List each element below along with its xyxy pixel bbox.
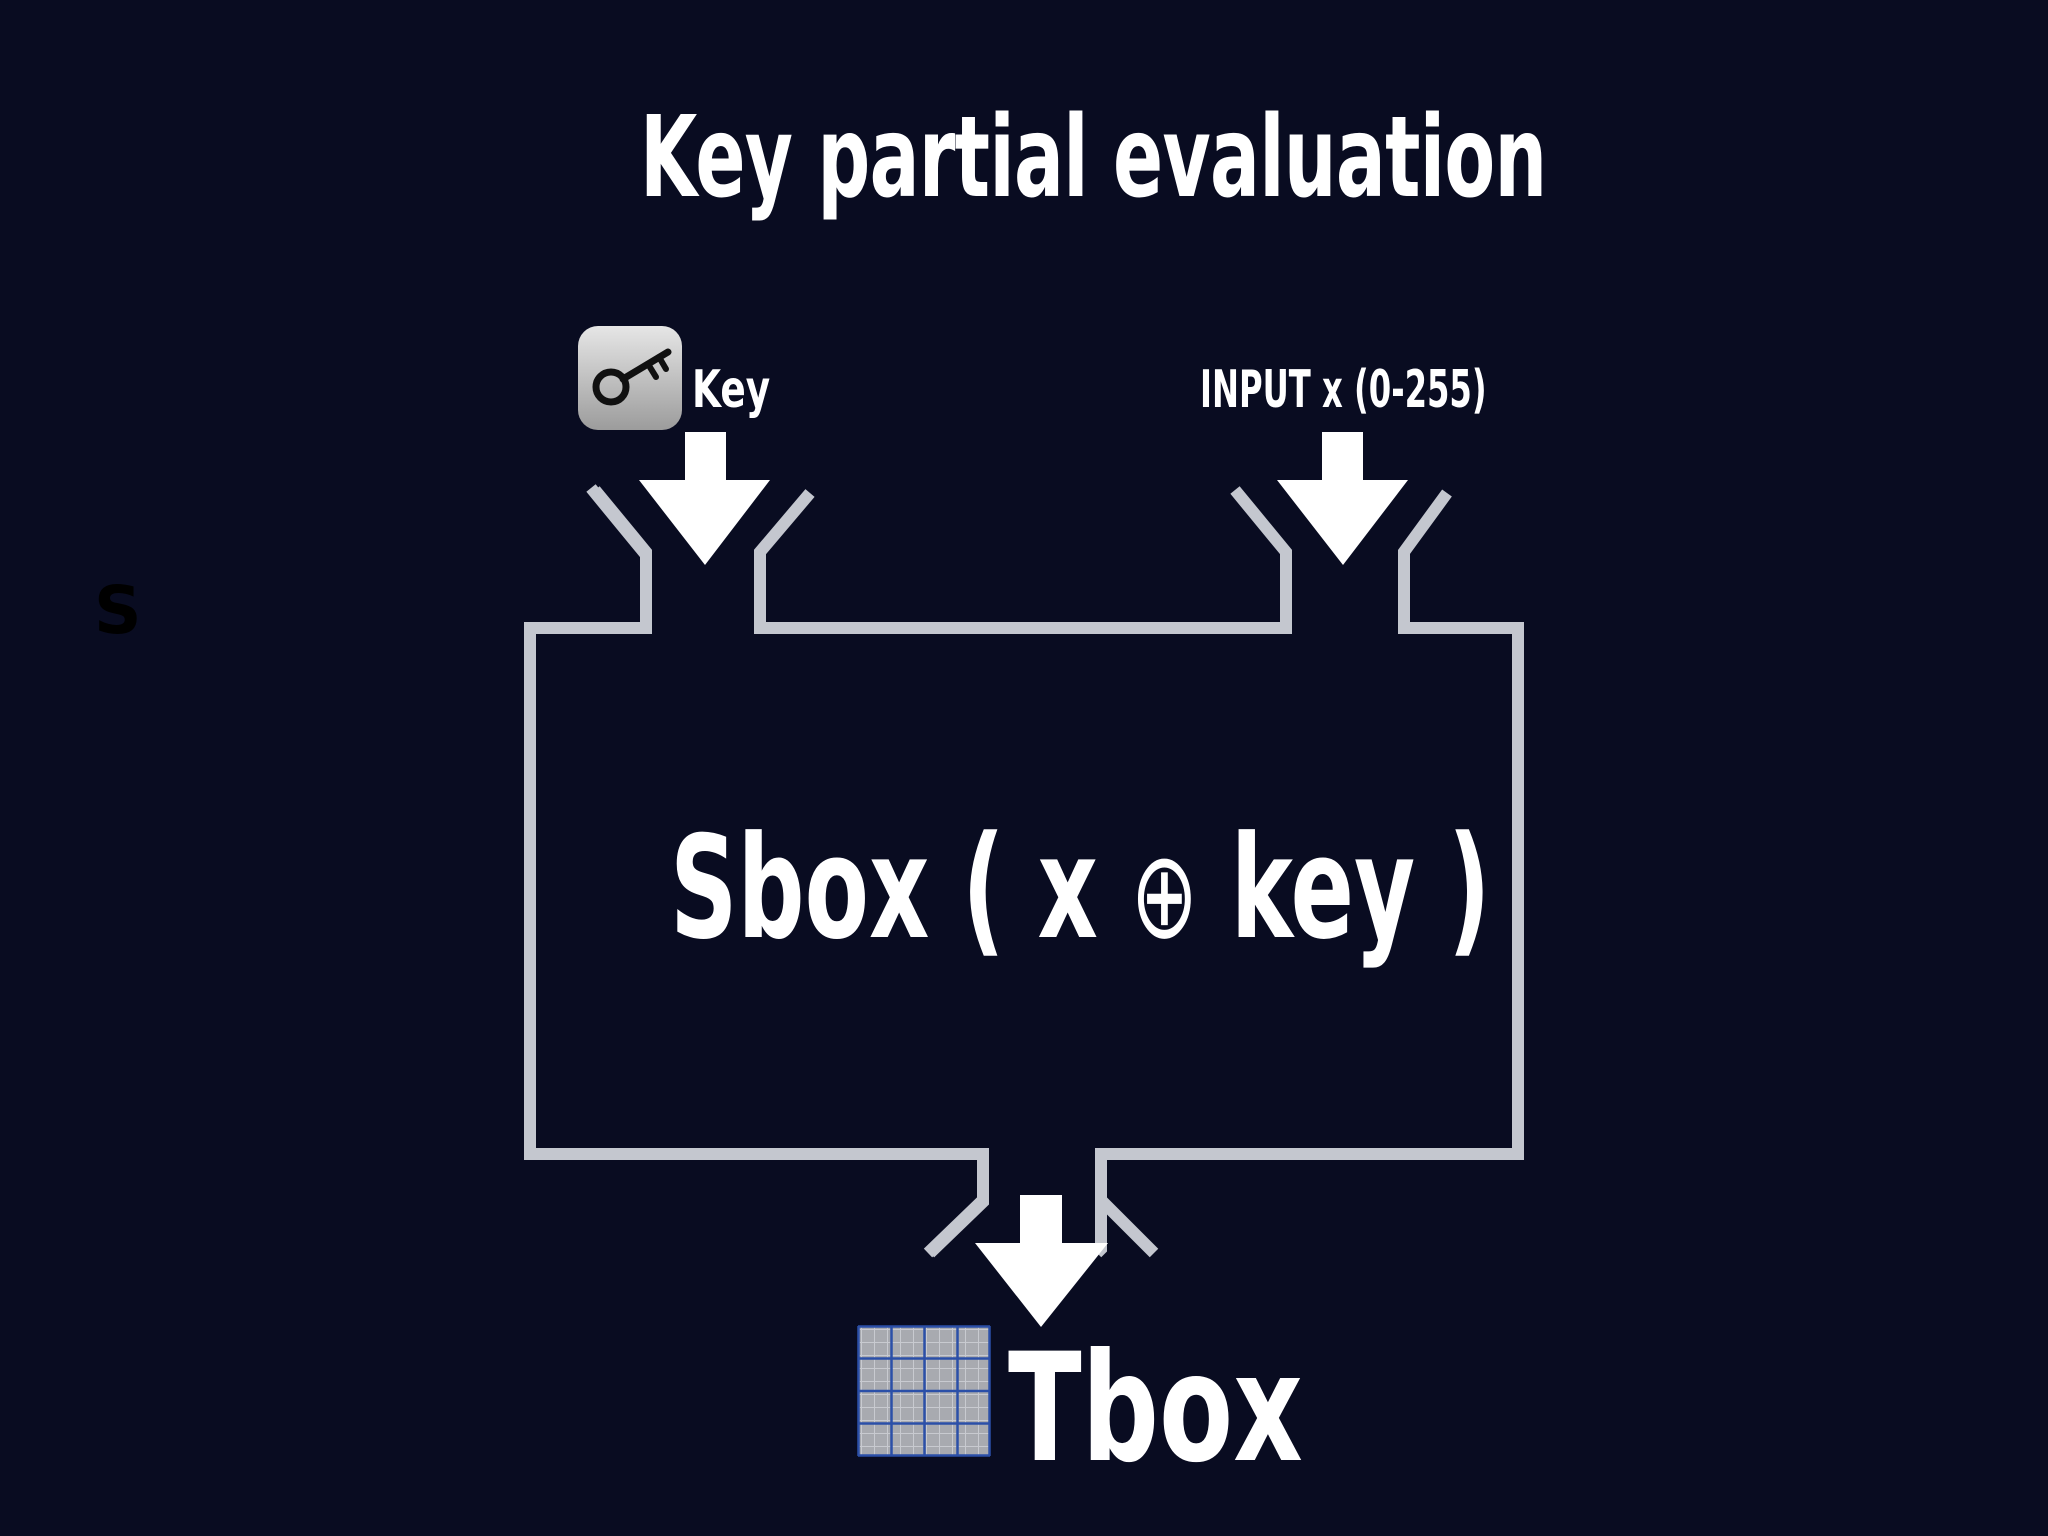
output-funnel-right	[1096, 1195, 1159, 1258]
process-box-outline-main	[524, 486, 1524, 1258]
key-input-arrow	[639, 432, 770, 565]
data-input-label: INPUT x (0-255)	[1200, 360, 1487, 420]
process-formula: Sbox ( x ⊕ key )	[670, 818, 1491, 960]
xor-operator: ⊕	[1130, 824, 1199, 966]
output-label: Tbox	[1008, 1322, 1303, 1496]
slide-title: Key partial evaluation	[640, 93, 1547, 223]
formula-suffix: key )	[1230, 806, 1491, 971]
output-arrow	[975, 1195, 1108, 1327]
data-input-arrow	[1277, 432, 1408, 565]
stray-letter: S	[94, 572, 142, 649]
lookup-table-grid-icon	[857, 1325, 991, 1457]
key-input-label: Key	[692, 360, 771, 420]
key-icon	[578, 326, 682, 430]
formula-prefix: Sbox ( x	[670, 806, 1098, 971]
